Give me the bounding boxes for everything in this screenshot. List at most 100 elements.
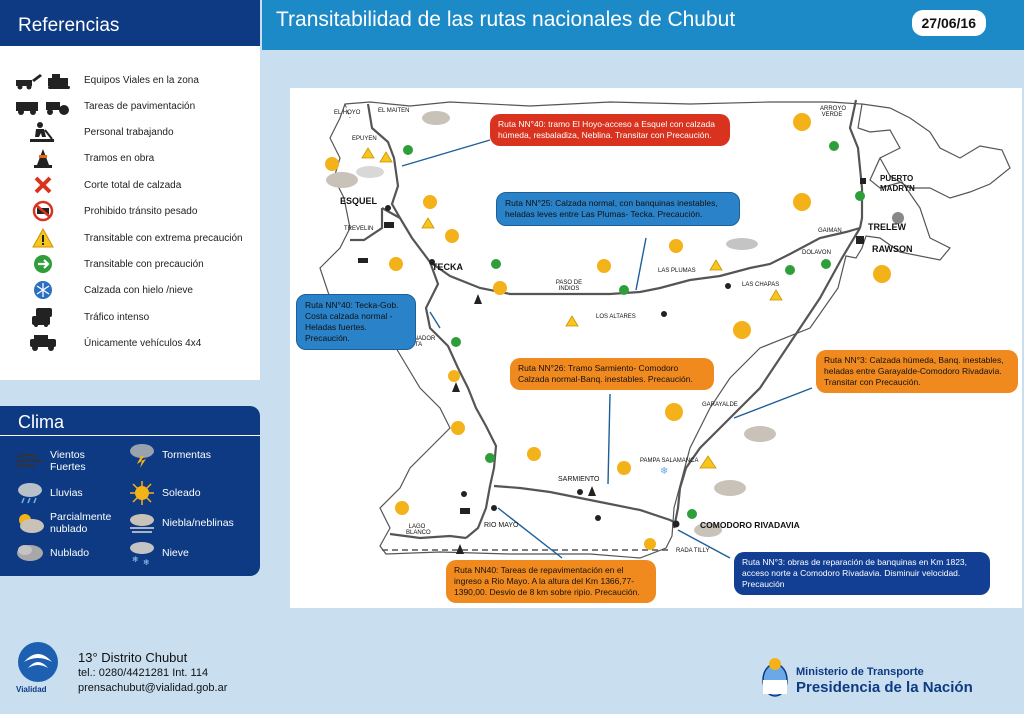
callout-ruta3-north[interactable]: Ruta NN°3: Calzada húmeda, Banq. inestab… [816, 350, 1018, 393]
district-phone: tel.: 0280/4421281 Int. 114 [78, 667, 209, 679]
sun-icon [669, 239, 683, 253]
green-arrow-icon [491, 259, 501, 269]
callout-ruta40-tecka[interactable]: Ruta NN°40: Tecka-Gob. Costa calzada nor… [296, 294, 416, 350]
sun-icon [395, 501, 409, 515]
callout-ruta40-north[interactable]: Ruta NN°40: tramo El Hoyo-acceso a Esque… [490, 114, 730, 146]
traffic-cone-icon [474, 294, 482, 304]
town-las-plumas: LAS PLUMAS [658, 268, 696, 274]
sun-icon [665, 403, 683, 421]
red-x-icon [12, 174, 74, 196]
wind-icon [14, 448, 46, 474]
sun-icon [644, 538, 656, 550]
callout-ruta26[interactable]: Ruta NN°26: Tramo Sarmiento- Comodoro Ca… [510, 358, 714, 390]
callout-ruta3-south[interactable]: Ruta NN°3: obras de reparación de banqui… [734, 552, 990, 595]
town-garayalde: GARAYALDE [702, 402, 738, 408]
legend-label: Tramos en obra [84, 152, 155, 164]
road-machinery-icon [358, 258, 368, 263]
svg-text:❄: ❄ [143, 558, 150, 566]
ice-icon: ❄ [660, 466, 668, 477]
town-epuyen: EPUYEN [352, 136, 377, 142]
clima-label: Parcialmente nublado [50, 511, 112, 535]
district-email[interactable]: prensachubut@vialidad.gob.ar [78, 682, 228, 694]
traffic-cone-icon [588, 486, 596, 496]
clima-partly-cloudy: Parcialmente nublado [14, 510, 112, 536]
dashed-border [344, 103, 387, 555]
partly-cloudy-icon [422, 111, 450, 125]
sarmiento-marker [577, 489, 583, 495]
clima-storm: Tormentas [126, 442, 211, 468]
clima-wind: Vientos Fuertes [14, 448, 96, 474]
sun-icon [793, 193, 811, 211]
town-gaiman: GAIMAN [818, 228, 842, 234]
chubut-map[interactable]: ❄ ESQUEL TECKA TRELEW RAWSON PUERTO MADR… [290, 88, 1022, 608]
route-26 [493, 484, 679, 525]
legend-label: Prohibido tránsito pesado [84, 205, 198, 217]
cloud-icons [326, 111, 904, 537]
green-arrow-icon [12, 253, 74, 275]
clima-sun: Soleado [126, 480, 201, 506]
green-arrow-icon [821, 259, 831, 269]
green-arrow-icon [829, 141, 839, 151]
route-3-south [672, 227, 861, 529]
clima-fog: Niebla/neblinas [126, 510, 234, 536]
argentina-coat-of-arms-icon [762, 658, 788, 697]
map-canvas: ❄ [319, 99, 1011, 559]
warning-icon [12, 227, 74, 249]
legend-label: Transitable con precaución [84, 258, 204, 270]
worker-icon [461, 491, 467, 497]
work-markers [358, 222, 731, 554]
date-badge: 27/06/16 [911, 10, 986, 36]
clima-label: Niebla/neblinas [162, 517, 234, 529]
route-260 [389, 532, 467, 540]
callout-ruta40-south[interactable]: Ruta NN40: Tareas de repavimentación en … [446, 560, 656, 603]
town-arroyo-verde: ARROYO VERDE [820, 106, 847, 118]
sun-icon [493, 281, 507, 295]
traffic-cone-icon [452, 382, 460, 392]
town-las-chapas: LAS CHAPAS [742, 282, 780, 288]
green-arrow-icon [403, 145, 413, 155]
warning-icon [699, 455, 717, 469]
svg-text:❄: ❄ [132, 555, 139, 564]
storm-icon [126, 442, 158, 468]
town-dolavon: DOLAVON [802, 250, 831, 256]
town-trelew: TRELEW [868, 222, 906, 232]
red-x-icon [892, 212, 904, 224]
sun-icon [793, 113, 811, 131]
worker-icon [12, 121, 74, 143]
references-panel: Referencias Equipos Viales en la zona Ta… [0, 0, 260, 380]
sun-icon [617, 461, 631, 475]
warning-icon [565, 315, 579, 327]
ministry-name: Ministerio de Transporte [796, 666, 924, 678]
callout-ruta25[interactable]: Ruta NN°25: Calzada normal, con banquina… [496, 192, 740, 226]
fog-icon [356, 166, 384, 178]
legend-cone: Tramos en obra [12, 147, 257, 169]
route-40-north [366, 103, 401, 219]
partly-cloudy-icon [714, 480, 746, 496]
paving-icon [12, 95, 74, 117]
warning-icon [769, 289, 783, 301]
trelew-marker [856, 236, 864, 244]
title-bar: Transitabilidad de las rutas nacionales … [262, 0, 1024, 50]
traffic-cone-icon [456, 544, 464, 554]
partly-cloudy-icon [326, 172, 358, 188]
clima-label: Nublado [50, 547, 90, 559]
sun-icon [873, 265, 891, 283]
comodoro-marker [672, 520, 680, 528]
town-paso-de-indios: PASO DE INDIOS [555, 280, 583, 292]
town-pampa-salamanca: PAMPA SALAMANCA [640, 458, 699, 464]
sun-icon [448, 370, 460, 382]
legend-paving: Tareas de pavimentación [12, 95, 257, 117]
clima-panel: Clima Vientos Fuertes Tormentas Lluvias … [0, 406, 260, 576]
legend-label: Calzada con hielo /nieve [84, 284, 193, 296]
paving-icon [460, 508, 470, 514]
no-trucks-icon [12, 200, 74, 222]
green-arrow-icon [485, 453, 495, 463]
worker-icon [725, 283, 731, 289]
partly-cloudy-icon [744, 426, 776, 442]
esquel-marker [385, 205, 391, 211]
legend-ice: Calzada con hielo /nieve [12, 279, 257, 301]
clima-label: Lluvias [50, 487, 83, 499]
svg-text:Vialidad: Vialidad [16, 685, 47, 694]
town-rada-tilly: RADA TILLY [676, 548, 710, 554]
green-arrow-icon [619, 285, 629, 295]
